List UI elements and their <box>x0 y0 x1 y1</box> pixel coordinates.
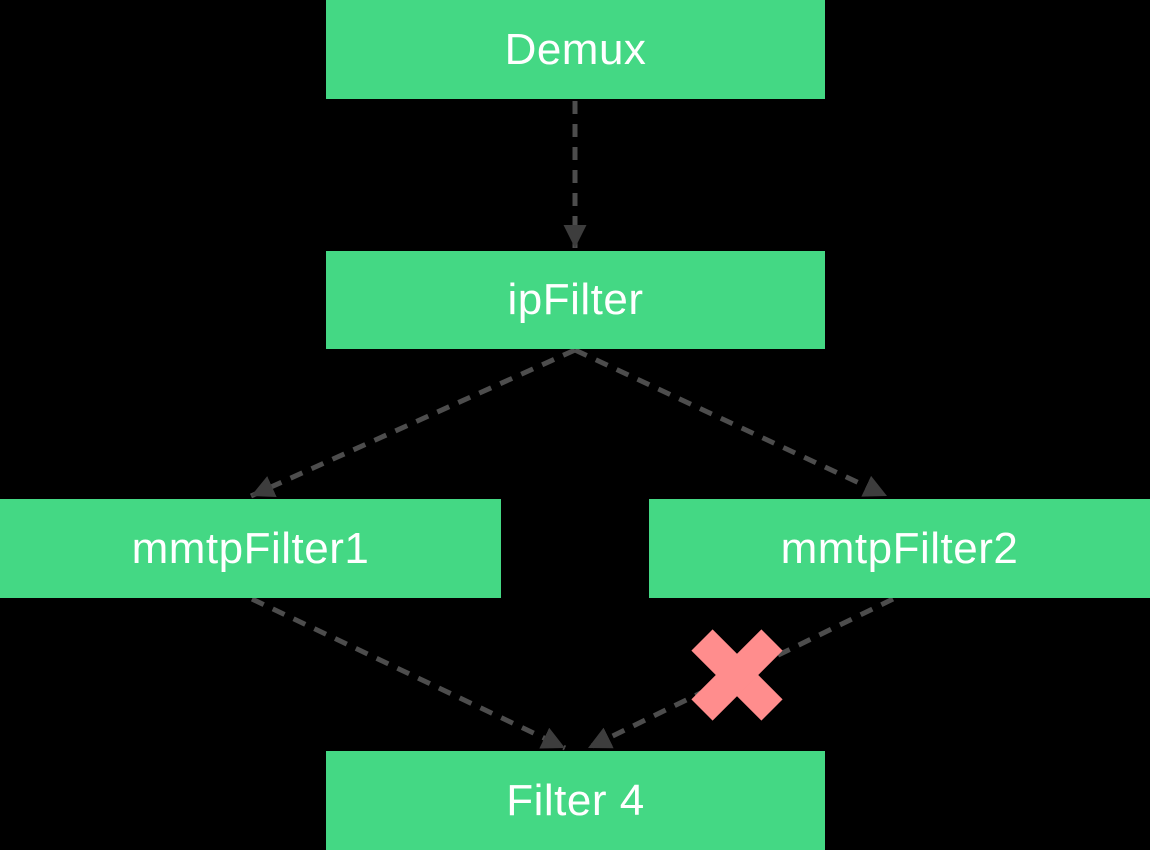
broken-x-mark <box>691 629 783 721</box>
node-filter4-label: Filter 4 <box>506 775 645 825</box>
node-mmtpfilter2: mmtpFilter2 <box>649 499 1150 598</box>
node-ipfilter: ipFilter <box>326 251 825 349</box>
node-filter4: Filter 4 <box>326 751 825 850</box>
node-ipfilter-label: ipFilter <box>507 275 644 324</box>
node-mmtpfilter1-label: mmtpFilter1 <box>131 523 370 573</box>
edge-mmtpfilter1-to-filter4 <box>250 596 567 751</box>
node-demux: Demux <box>326 0 825 99</box>
node-demux-label: Demux <box>504 24 647 74</box>
edge-ipfilter-to-mmtpfilter1 <box>249 347 577 499</box>
node-mmtpfilter2-label: mmtpFilter2 <box>780 523 1019 573</box>
node-mmtpfilter1: mmtpFilter1 <box>0 499 501 598</box>
edge-ipfilter-to-mmtpfilter2 <box>573 347 889 499</box>
